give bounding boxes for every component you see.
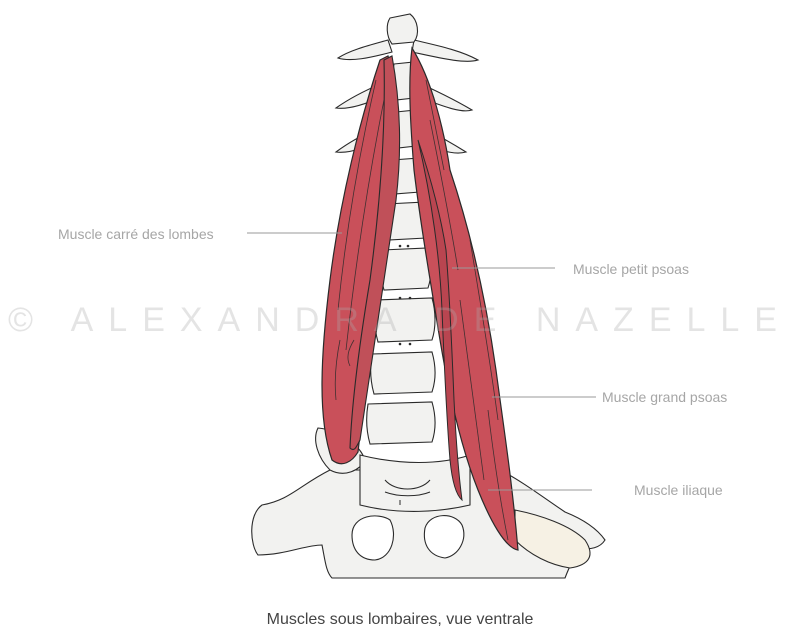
muscle-fibers bbox=[334, 79, 509, 541]
label-iliacus: Muscle iliaque bbox=[634, 482, 723, 498]
label-psoas-major: Muscle grand psoas bbox=[602, 389, 728, 405]
right-ilium bbox=[514, 509, 591, 569]
label-psoas-minor: Muscle petit psoas bbox=[573, 261, 689, 277]
pelvis-details bbox=[384, 479, 431, 505]
psoas-major bbox=[409, 46, 519, 551]
label-quadratus-lumborum: Muscle carré des lombes bbox=[58, 226, 214, 242]
vertebra-marks bbox=[398, 244, 412, 346]
figure-caption: Muscles sous lombaires, vue ventrale bbox=[266, 611, 534, 628]
left-psoas bbox=[349, 55, 401, 451]
sacral-foramina bbox=[351, 515, 465, 561]
leader-lines bbox=[247, 232, 596, 491]
psoas-minor bbox=[417, 139, 463, 502]
